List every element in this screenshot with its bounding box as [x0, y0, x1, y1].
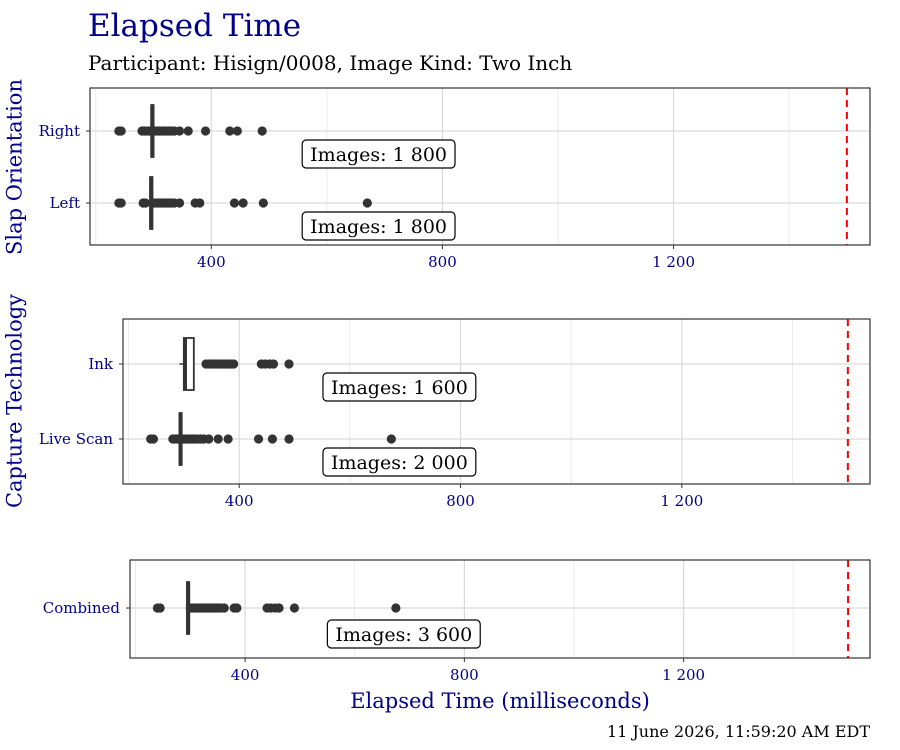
- category-label: Right: [39, 122, 80, 140]
- x-tick-label: 400: [231, 666, 260, 684]
- outlier-point: [195, 198, 205, 208]
- outlier-point: [268, 359, 279, 369]
- outlier-point: [174, 198, 185, 208]
- outlier-point: [229, 198, 240, 208]
- panel-border: [129, 559, 871, 659]
- y-axis-title: Slap Orientation: [3, 79, 27, 255]
- images-count-label: Images: 3 600: [335, 624, 472, 646]
- outlier-point: [174, 126, 185, 136]
- category-label: Left: [50, 194, 80, 212]
- outlier-point: [183, 126, 193, 136]
- images-count-box: [326, 619, 481, 649]
- outlier-point: [284, 359, 294, 369]
- x-axis-title: Elapsed Time (milliseconds): [350, 689, 650, 713]
- outlier-point: [258, 198, 268, 208]
- outlier-point: [140, 198, 151, 208]
- panel-border: [122, 318, 871, 485]
- x-tick-label: 1 200: [660, 492, 703, 510]
- images-count-box: [322, 447, 477, 477]
- category-label: Ink: [88, 355, 114, 373]
- outlier-point: [362, 198, 372, 208]
- outlier-point: [289, 603, 300, 613]
- outlier-point: [229, 359, 239, 369]
- category-label: Live Scan: [39, 430, 113, 448]
- images-count-box: [301, 139, 456, 169]
- images-count-label: Images: 2 000: [331, 452, 468, 474]
- images-count-label: Images: 1 800: [310, 216, 447, 238]
- x-tick-label: 800: [428, 253, 457, 271]
- x-tick-label: 400: [225, 492, 254, 510]
- x-tick-label: 1 200: [652, 253, 695, 271]
- images-count-box: [322, 372, 477, 402]
- outlier-point: [267, 434, 277, 444]
- outlier-point: [148, 434, 159, 444]
- x-tick-label: 1 200: [662, 666, 705, 684]
- images-count-label: Images: 1 600: [331, 377, 468, 399]
- y-axis-title: Capture Technology: [3, 294, 27, 508]
- outlier-point: [204, 434, 214, 444]
- x-tick-label: 800: [446, 492, 475, 510]
- outlier-point: [223, 434, 233, 444]
- outlier-point: [274, 603, 284, 613]
- x-tick-label: 400: [197, 253, 226, 271]
- outlier-point: [232, 603, 242, 613]
- chart-title: Elapsed Time: [88, 8, 302, 44]
- images-count-label: Images: 1 800: [310, 144, 447, 166]
- outlier-point: [238, 198, 248, 208]
- outlier-point: [219, 603, 229, 613]
- outlier-point: [155, 603, 165, 613]
- outlier-point: [225, 126, 235, 136]
- outlier-point: [257, 126, 267, 136]
- chart-subtitle: Participant: Hisign/0008, Image Kind: Tw…: [88, 51, 573, 75]
- timestamp: 11 June 2026, 11:59:20 AM EDT: [606, 722, 870, 741]
- images-count-box: [301, 211, 456, 241]
- outlier-point: [116, 126, 126, 136]
- outlier-point: [391, 603, 401, 613]
- outlier-point: [200, 126, 211, 136]
- outlier-point: [284, 434, 294, 444]
- outlier-point: [116, 198, 126, 208]
- panel-border: [89, 87, 871, 246]
- category-label: Combined: [43, 599, 121, 617]
- x-tick-label: 800: [450, 666, 479, 684]
- outlier-point: [386, 434, 396, 444]
- outlier-point: [213, 434, 223, 444]
- outlier-point: [232, 126, 242, 136]
- outlier-point: [253, 434, 264, 444]
